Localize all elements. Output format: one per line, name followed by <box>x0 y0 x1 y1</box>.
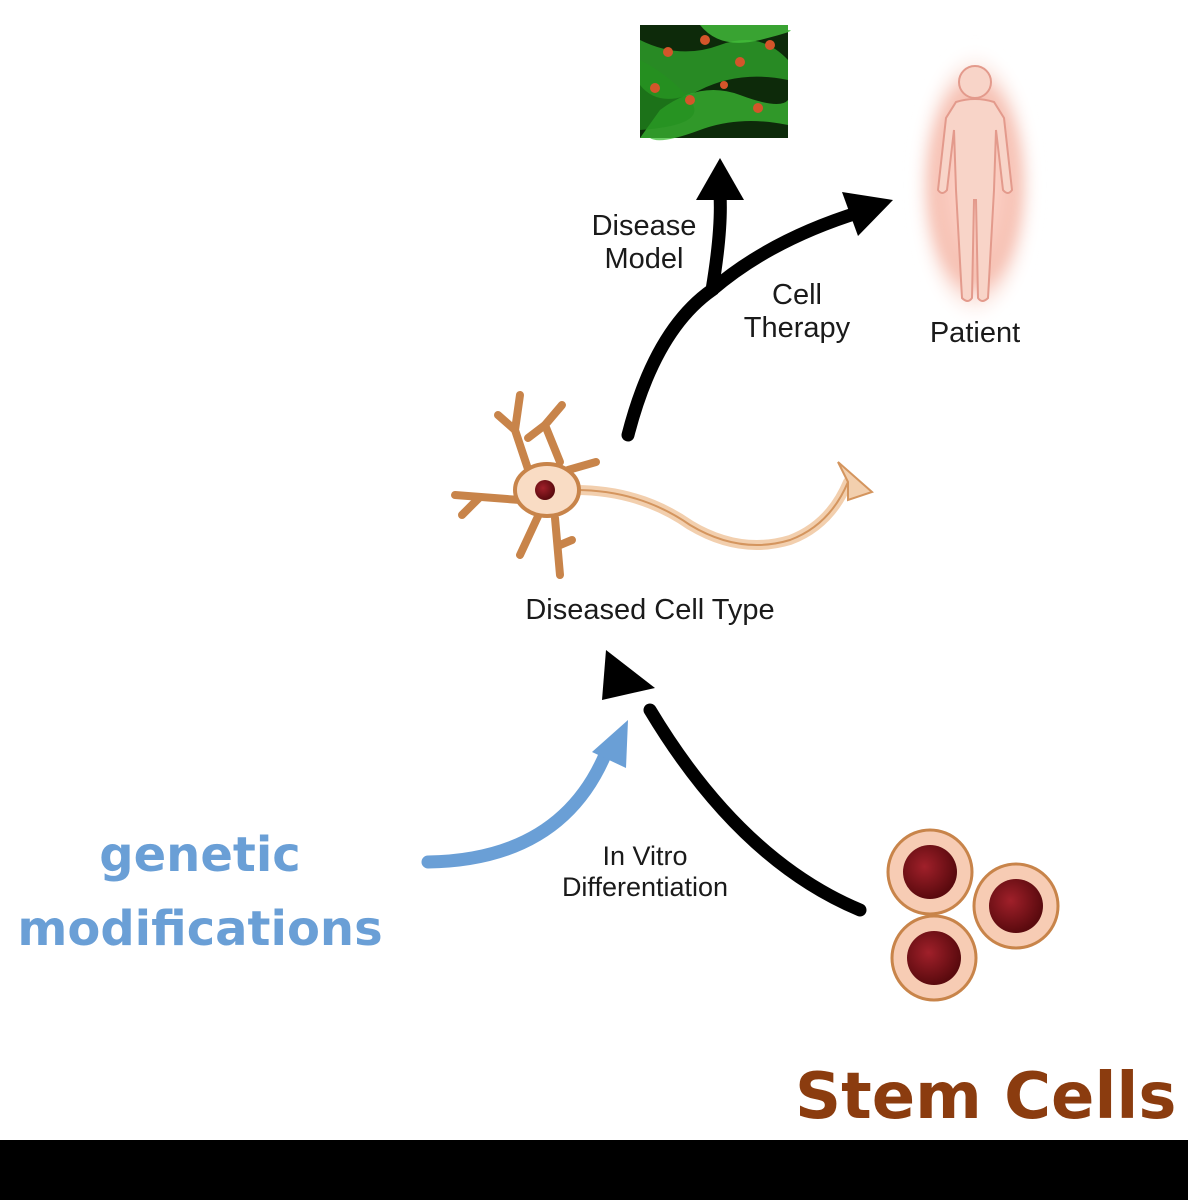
bottom-bar <box>0 1140 1188 1200</box>
patient-silhouette-icon <box>913 45 1037 325</box>
label-diseased-cell-type: Diseased Cell Type <box>525 594 775 626</box>
label-patient: Patient <box>929 317 1021 349</box>
label-cell-therapy: Cell Therapy <box>727 279 867 345</box>
label-disease-model-line2: Model <box>604 243 684 275</box>
neuron-icon <box>451 391 874 579</box>
genetic-modifications-arrow <box>421 720 628 869</box>
label-genetic-line2: modifications <box>17 901 383 957</box>
arrows-therapy <box>621 188 867 917</box>
label-cell-therapy-line1: Cell <box>772 279 822 311</box>
label-genetic-line1: genetic <box>99 827 301 883</box>
label-in-vitro-differentiation: In Vitro Differentiation <box>535 841 755 903</box>
stem-cell-icon <box>886 828 1060 1002</box>
label-cell-therapy-line2: Therapy <box>743 312 851 344</box>
title-stem-cells: Stem Cells <box>795 1060 1177 1134</box>
label-disease-model-line1: Disease <box>591 210 697 242</box>
arrow-heads <box>602 158 893 700</box>
fluorescence-micrograph-image <box>640 25 791 141</box>
label-in-vitro-line2: Differentiation <box>561 872 729 902</box>
label-in-vitro-line1: In Vitro <box>602 841 688 871</box>
label-genetic-modifications: genetic modifications <box>10 818 390 966</box>
neuron-nucleus <box>535 480 555 500</box>
label-disease-model: Disease Model <box>574 210 714 276</box>
